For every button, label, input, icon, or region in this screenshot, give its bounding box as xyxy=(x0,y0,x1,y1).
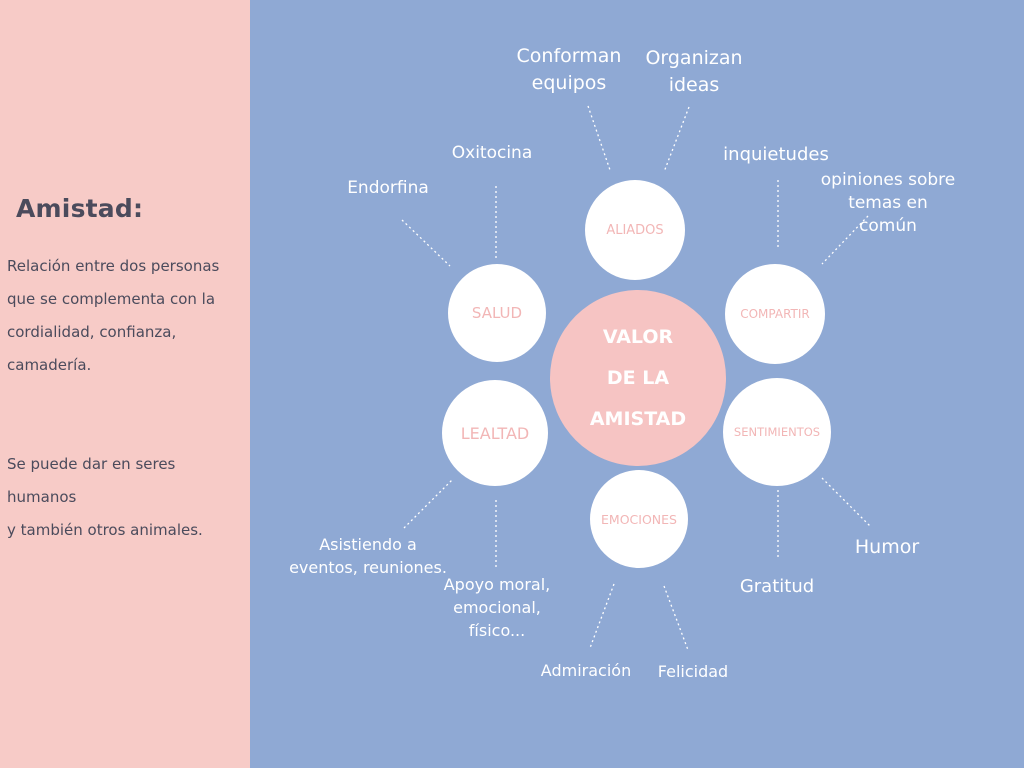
node-sentimientos: SENTIMIENTOS xyxy=(723,378,831,486)
node-compartir: COMPARTIR xyxy=(725,264,825,364)
connector-felicidad xyxy=(663,585,689,651)
label-humor: Humor xyxy=(854,536,920,558)
label-organizan: Organizan ideas xyxy=(645,47,743,96)
node-salud: SALUD xyxy=(448,264,546,362)
label-asistiendo: Asistiendo a eventos, reuniones. xyxy=(289,535,447,577)
note-text: Se puede dar en seres humanos y también … xyxy=(7,455,203,539)
connector-endorfina xyxy=(401,219,451,267)
label-felicidad: Felicidad xyxy=(657,662,729,681)
connector-admiracion xyxy=(589,583,615,649)
connector-asistiendo xyxy=(403,479,453,529)
connector-humor xyxy=(821,477,871,527)
label-opiniones: opiniones sobre temas en común xyxy=(820,170,956,236)
connector-conforman xyxy=(587,105,611,171)
label-gratitud: Gratitud xyxy=(739,576,815,597)
node-emociones: EMOCIONES xyxy=(590,470,688,568)
definition-text: Relación entre dos personas que se compl… xyxy=(7,257,220,374)
label-admiracion: Admiración xyxy=(540,661,632,680)
label-oxitocina: Oxitocina xyxy=(451,143,533,163)
label-conforman: Conforman equipos xyxy=(516,45,622,94)
label-inquietudes: inquietudes xyxy=(723,144,829,165)
label-apoyo: Apoyo moral, emocional, físico... xyxy=(443,575,551,640)
connector-opiniones xyxy=(821,215,869,265)
node-aliados: ALIADOS xyxy=(585,180,685,280)
connector-organizan xyxy=(663,106,690,173)
label-endorfina: Endorfina xyxy=(347,178,429,198)
sidebar-panel: Amistad: Relación entre dos personas que… xyxy=(0,0,250,768)
page-title: Amistad: xyxy=(16,194,144,223)
node-center: VALOR DE LA AMISTAD xyxy=(550,290,726,466)
node-lealtad: LEALTAD xyxy=(442,380,548,486)
